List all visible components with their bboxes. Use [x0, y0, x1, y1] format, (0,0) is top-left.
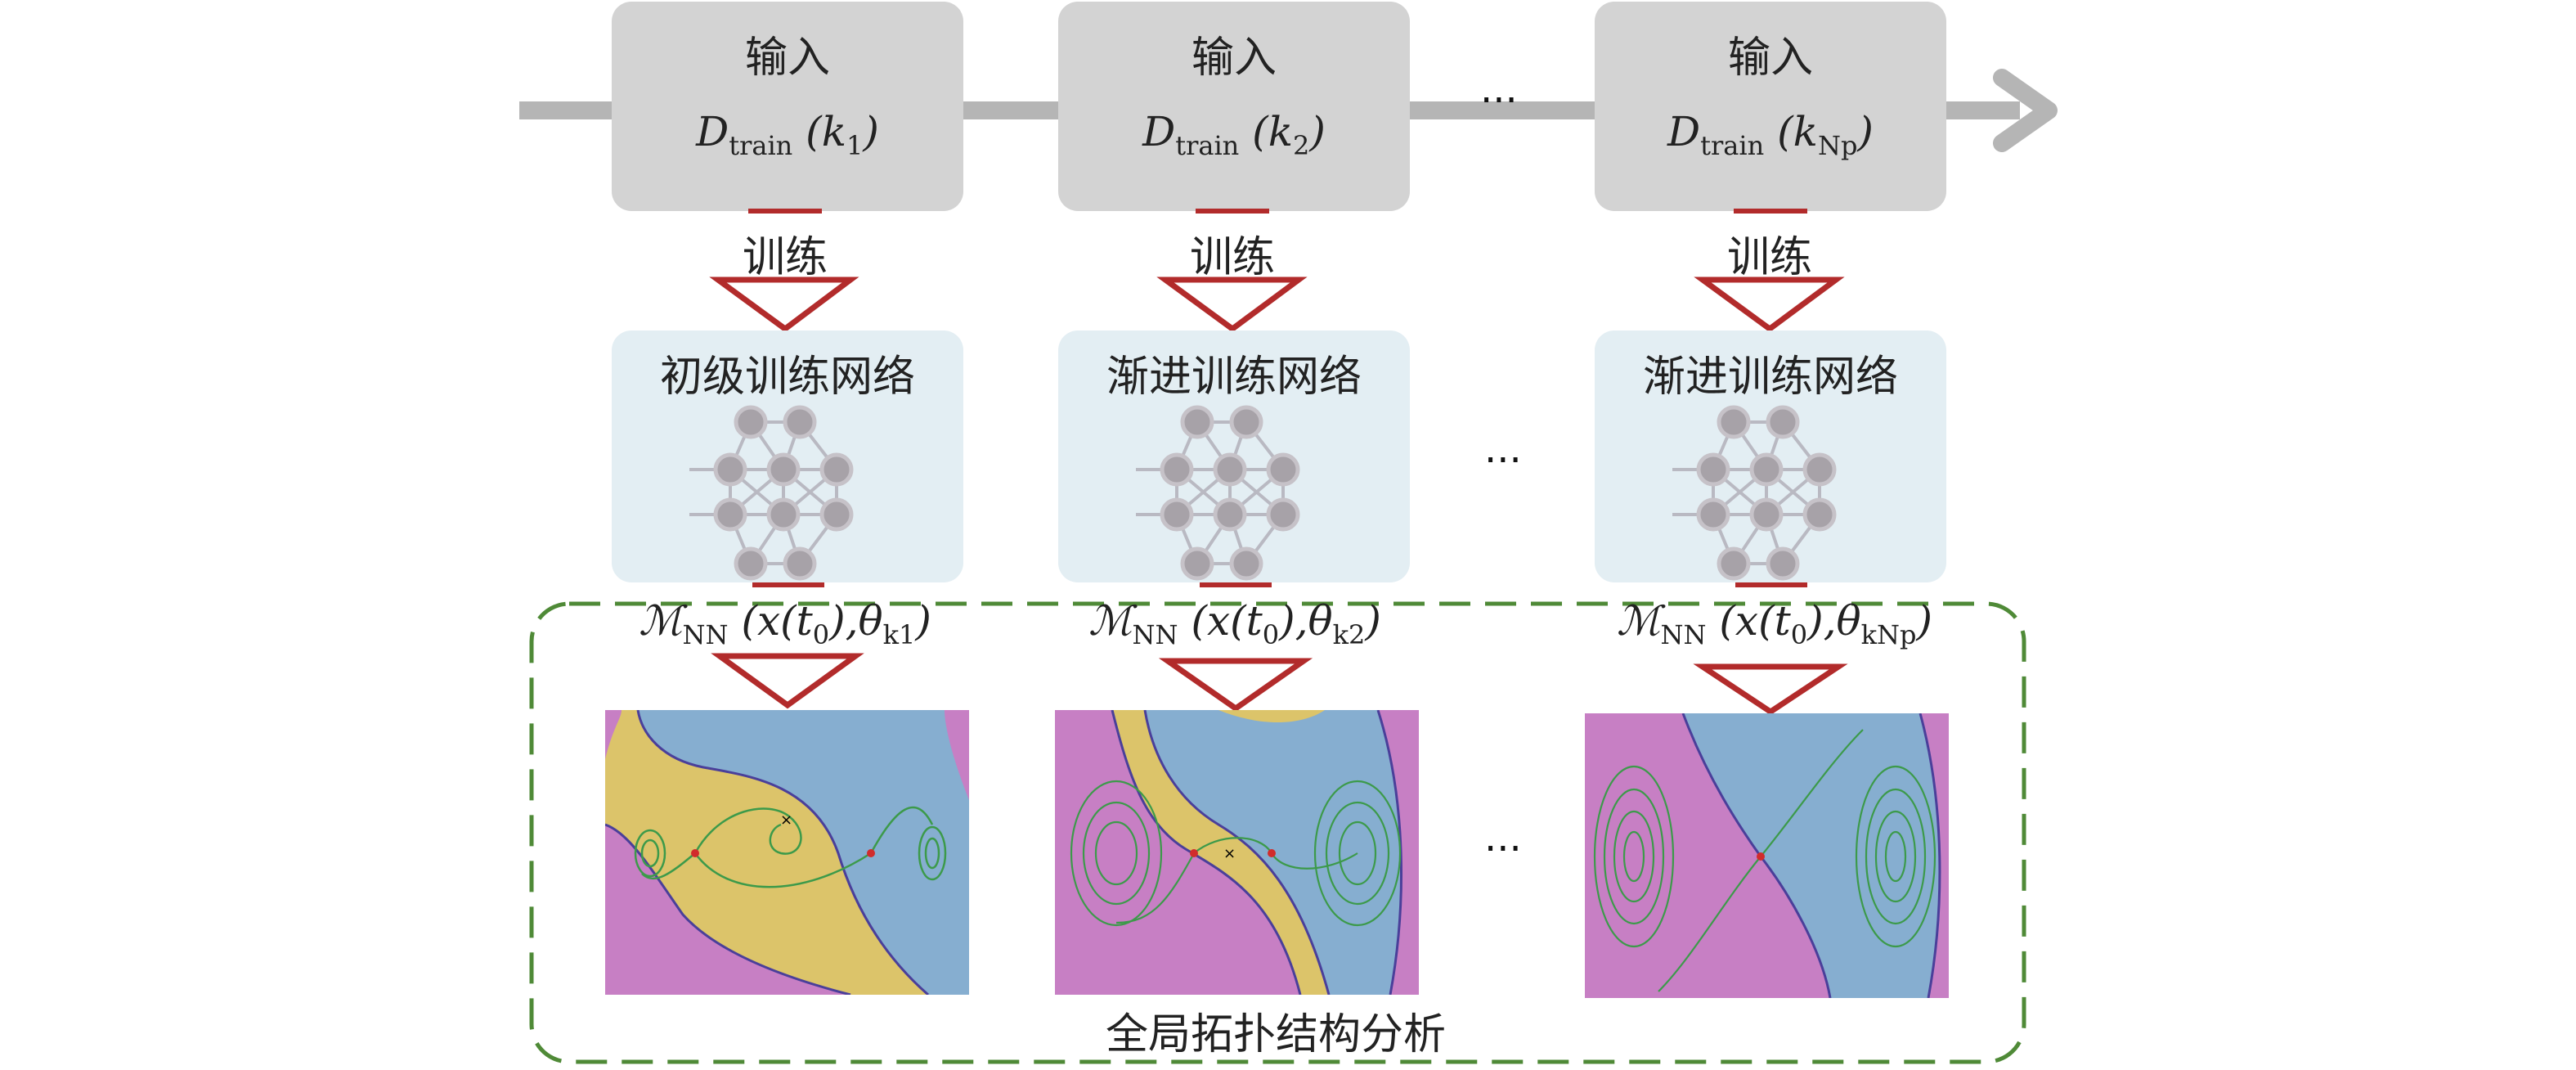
network-node	[1229, 405, 1263, 439]
input-box-2: 输入 Dtrain (k2)	[1058, 2, 1410, 211]
svg-text:×: ×	[780, 811, 792, 829]
network-ellipsis: ···	[1484, 438, 1522, 483]
train-label-1: 训练	[742, 233, 828, 282]
input-title: 输入	[1727, 34, 1813, 83]
input-data-label: Dtrain (kNp)	[1667, 108, 1874, 161]
network-node	[1266, 497, 1300, 532]
network-node	[1749, 497, 1784, 532]
model-label-3: ℳNN (x(t0),θkNp)	[1617, 597, 1932, 650]
model-label-1: ℳNN (x(t0),θk1)	[639, 597, 931, 650]
network-node	[1213, 497, 1247, 532]
input-data-label: Dtrain (k2)	[1142, 108, 1326, 161]
network-node	[783, 546, 817, 581]
input-box-3: 输入 Dtrain (kNp)	[1595, 2, 1946, 211]
network-node	[766, 497, 801, 532]
network-box-1: 初级训练网络	[612, 330, 963, 582]
network-node	[1766, 546, 1800, 581]
portrait-ellipsis: ···	[1484, 826, 1522, 872]
input-box-1: 输入 Dtrain (k1)	[612, 2, 963, 211]
phase-portrait-1: ×	[605, 710, 969, 995]
network-node	[1213, 452, 1247, 487]
network-title: 渐进训练网络	[1642, 353, 1898, 402]
phase-portrait-2: ×	[1055, 710, 1419, 995]
network-node	[713, 452, 747, 487]
network-node	[734, 405, 768, 439]
network-node	[1717, 405, 1751, 439]
training-arrows	[709, 209, 1845, 333]
network-box-3: 渐进训练网络	[1595, 330, 1946, 582]
model-arrows	[711, 582, 1848, 716]
neural-network-icon	[689, 405, 854, 581]
network-node	[1160, 452, 1194, 487]
network-node	[1180, 546, 1214, 581]
network-node	[1266, 452, 1300, 487]
network-node	[1766, 405, 1800, 439]
network-node	[734, 546, 768, 581]
input-title: 输入	[1191, 34, 1277, 83]
network-node	[1749, 452, 1784, 487]
network-node	[713, 497, 747, 532]
network-node	[819, 497, 854, 532]
network-node	[1717, 546, 1751, 581]
model-label-2: ℳNN (x(t0),θk2)	[1088, 597, 1381, 650]
network-node	[819, 452, 854, 487]
input-data-label: Dtrain (k1)	[696, 108, 879, 161]
network-node	[1802, 497, 1837, 532]
neural-network-icon	[1672, 405, 1837, 581]
neural-network-icon	[1136, 405, 1300, 581]
input-title: 输入	[744, 34, 830, 83]
train-label-3: 训练	[1726, 233, 1812, 282]
network-node	[1696, 452, 1730, 487]
network-node	[1696, 497, 1730, 532]
network-node	[766, 452, 801, 487]
network-node	[1229, 546, 1263, 581]
timeline-ellipsis: ···	[1480, 78, 1518, 124]
network-node	[1180, 405, 1214, 439]
network-box-2: 渐进训练网络	[1058, 330, 1410, 582]
network-node	[1802, 452, 1837, 487]
network-node	[1160, 497, 1194, 532]
analysis-label: 全局拓扑结构分析	[1105, 1010, 1446, 1059]
phase-portrait-3	[1585, 713, 1949, 998]
network-node	[783, 405, 817, 439]
network-title: 初级训练网络	[659, 353, 915, 402]
network-title: 渐进训练网络	[1106, 353, 1362, 402]
train-label-2: 训练	[1189, 233, 1275, 282]
svg-text:×: ×	[1223, 845, 1236, 862]
